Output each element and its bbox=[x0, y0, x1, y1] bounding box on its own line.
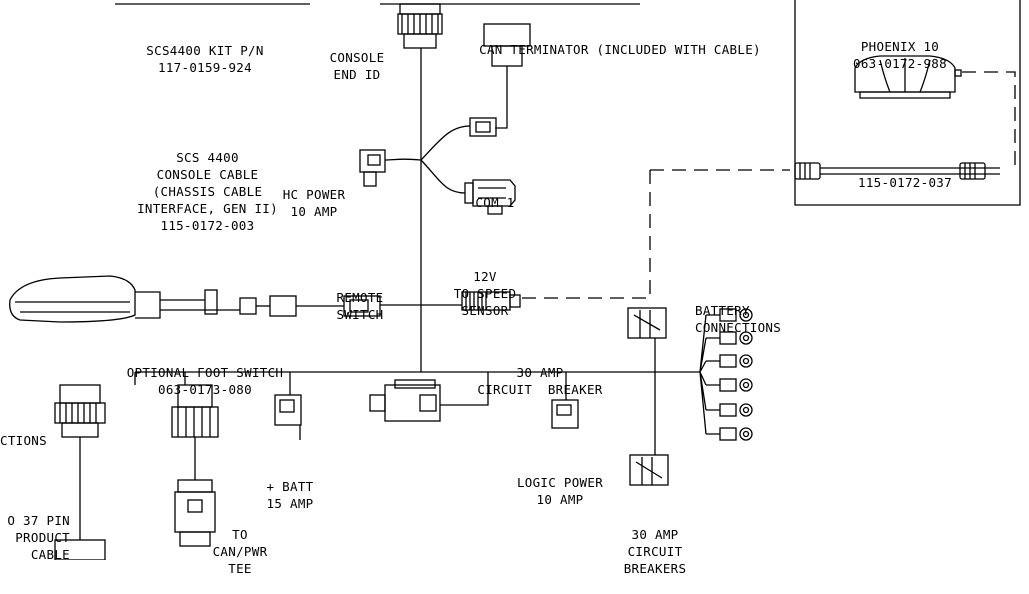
phoenix-dash bbox=[962, 71, 1016, 170]
hc-power-connector bbox=[359, 149, 386, 187]
bus-drops-left bbox=[134, 372, 186, 385]
phoenix-unit bbox=[854, 55, 962, 99]
battery-fanout bbox=[699, 314, 707, 435]
wiring-diagram bbox=[9, 0, 1021, 560]
top-frame-lines bbox=[115, 0, 1021, 48]
relay-block bbox=[369, 379, 441, 422]
cb-top bbox=[627, 307, 667, 455]
phoenix-cable-label: 115-0172-037 bbox=[858, 175, 952, 190]
phoenix-box bbox=[794, 48, 1021, 206]
branch-can bbox=[420, 125, 471, 161]
battery-terminals bbox=[706, 308, 753, 441]
speed-dash bbox=[520, 169, 790, 299]
branch-hc bbox=[384, 158, 422, 161]
connections-label: CTIONS bbox=[0, 433, 47, 448]
can-connector bbox=[469, 117, 497, 137]
can-terminator bbox=[483, 23, 531, 129]
bus-drops-mid bbox=[289, 372, 489, 406]
com1-label: COM 1 bbox=[475, 195, 515, 210]
phoenix-cable-assy bbox=[794, 162, 1000, 180]
branch-com bbox=[420, 159, 466, 194]
speed-sensor-connector bbox=[461, 291, 521, 311]
pin37-connector bbox=[54, 384, 106, 560]
batt-connector bbox=[274, 394, 302, 440]
console-end-connector bbox=[397, 3, 443, 49]
foot-switch bbox=[9, 275, 344, 323]
can-terminator-label: CAN TERMINATOR (INCLUDED WITH CABLE) bbox=[479, 42, 761, 57]
canpwr-tee bbox=[171, 384, 219, 547]
logic-connector bbox=[551, 399, 579, 429]
com1-connector bbox=[464, 179, 516, 215]
cb-bottom bbox=[629, 454, 669, 486]
